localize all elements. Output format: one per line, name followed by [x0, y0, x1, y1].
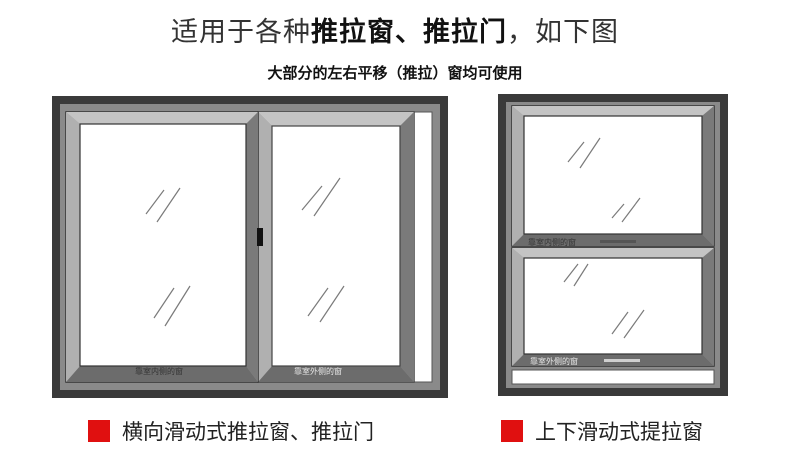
label-bar-top: [600, 240, 636, 243]
horizontal-sliding-window: 靠室内侧的窗 靠室外侧的窗: [52, 96, 448, 398]
title-part-1: 适用于各种: [171, 17, 311, 48]
page-subtitle: 大部分的左右平移（推拉）窗均可使用: [267, 64, 523, 82]
indoor-sash-label: 靠室内侧的窗: [135, 366, 183, 376]
outer-glass: [271, 125, 401, 367]
outer-sash: [257, 111, 415, 383]
title-bold: 推拉窗、推拉门: [311, 17, 507, 48]
glass-reflection-marks: [145, 177, 345, 327]
inner-sash: [65, 111, 259, 383]
legend-marker-left: [88, 420, 110, 442]
label-bar-bottom: [604, 359, 640, 362]
bottom-strip: [511, 369, 715, 385]
window-illustrations: 靠室内侧的窗 靠室外侧的窗 靠室内侧的窗 靠室外侧的窗: [52, 94, 728, 398]
window-handle: [257, 228, 263, 246]
side-strip: [413, 111, 433, 383]
top-sash: [511, 105, 715, 247]
glass-reflection-marks-right: [563, 137, 645, 339]
top-glass: [523, 115, 703, 235]
legend-horizontal: 横向滑动式推拉窗、推拉门: [88, 416, 374, 446]
legend-vertical: 上下滑动式提拉窗: [501, 416, 703, 446]
bottom-glass: [523, 257, 703, 355]
bottom-sash: [511, 247, 715, 367]
outdoor-sash-label: 靠室外侧的窗: [294, 366, 342, 376]
legend-label-right: 上下滑动式提拉窗: [535, 420, 703, 444]
page-title: 适用于各种推拉窗、推拉门，如下图: [0, 10, 790, 49]
inner-glass: [79, 123, 247, 367]
title-part-2: ，如下图: [507, 17, 619, 48]
vertical-sliding-window: 靠室内侧的窗 靠室外侧的窗: [498, 94, 728, 396]
indoor-sash-label-right: 靠室内侧的窗: [528, 237, 576, 247]
legend-marker-right: [501, 420, 523, 442]
legend-label-left: 横向滑动式推拉窗、推拉门: [122, 420, 374, 444]
outdoor-sash-label-right: 靠室外侧的窗: [530, 356, 578, 366]
